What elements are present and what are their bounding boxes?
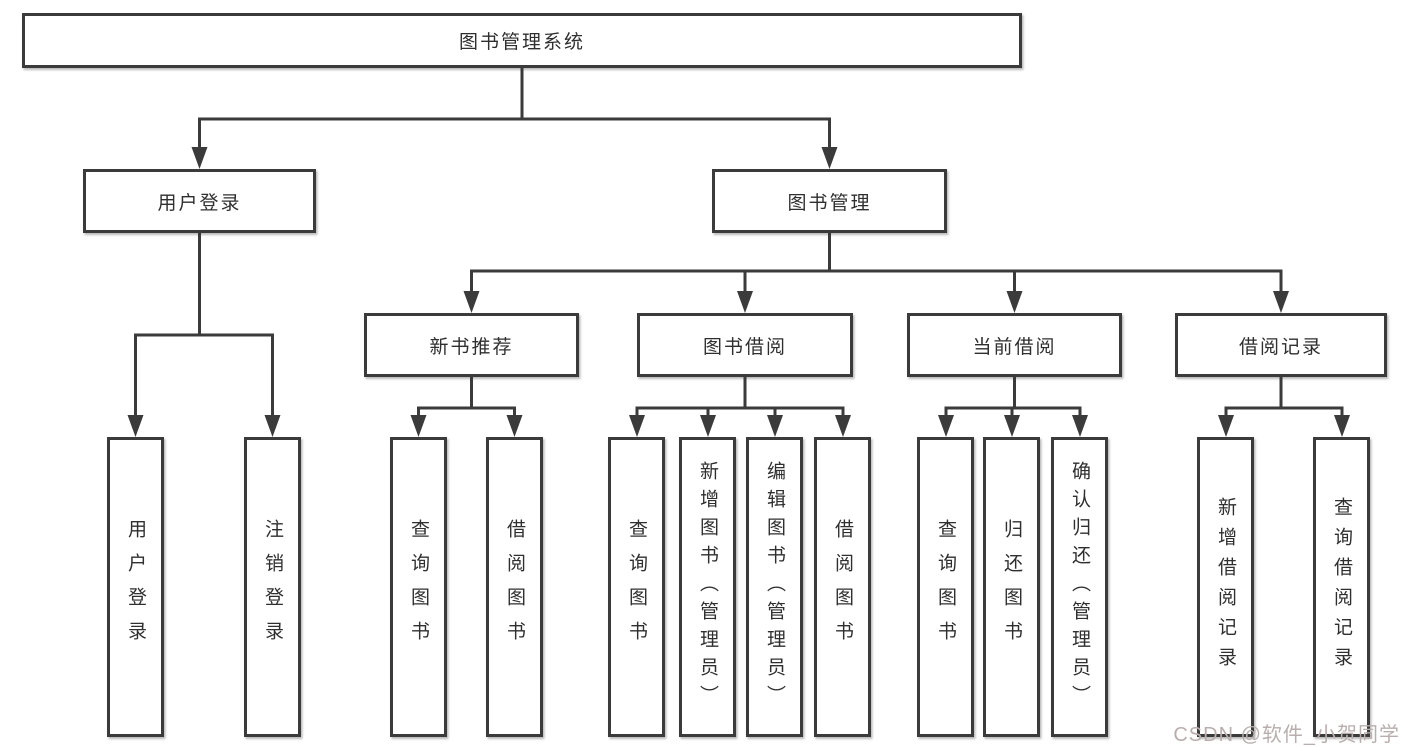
leaf-query-borrow-record-label: 查询借阅记录 (1331, 497, 1352, 677)
leaf-borrow-book-label: 借阅图书 (832, 519, 853, 655)
leaf-return-book: 归还图书 (983, 437, 1040, 737)
leaf-user-login-label: 用户登录 (125, 519, 146, 655)
leaf-add-borrow-record: 新增借阅记录 (1197, 437, 1254, 737)
node-library-system: 图书管理系统 (22, 13, 1022, 68)
leaf-newbook-query-label: 查询图书 (408, 519, 429, 655)
node-new-book-recommend-label: 新书推荐 (429, 336, 514, 358)
leaf-borrow-edit-admin-label: 编辑图书（管理员） (764, 461, 785, 713)
node-current-borrow: 当前借阅 (907, 313, 1122, 377)
node-book-management-label: 图书管理 (787, 192, 872, 214)
node-library-system-label: 图书管理系统 (458, 32, 585, 53)
leaf-newbook-borrow: 借阅图书 (486, 437, 543, 737)
leaf-logout: 注销登录 (244, 437, 301, 737)
node-borrow-records: 借阅记录 (1175, 313, 1387, 377)
node-borrow-records-label: 借阅记录 (1238, 336, 1323, 358)
leaf-borrow-add-admin-label: 新增图书（管理员） (697, 461, 718, 713)
node-new-book-recommend: 新书推荐 (364, 313, 579, 377)
leaf-borrow-query-label: 查询图书 (626, 519, 647, 655)
node-book-borrow: 图书借阅 (637, 313, 853, 377)
leaf-current-query: 查询图书 (917, 437, 974, 737)
leaf-newbook-borrow-label: 借阅图书 (504, 519, 525, 655)
leaf-borrow-edit-admin: 编辑图书（管理员） (746, 437, 803, 737)
leaf-logout-label: 注销登录 (262, 519, 283, 655)
leaf-confirm-return-admin-label: 确认归还（管理员） (1069, 461, 1090, 713)
leaf-user-login: 用户登录 (107, 437, 164, 737)
node-user-login-label: 用户登录 (157, 192, 242, 214)
leaf-confirm-return-admin: 确认归还（管理员） (1051, 437, 1108, 737)
csdn-watermark: CSDN @软件_小贺同学 (1173, 724, 1400, 746)
node-book-borrow-label: 图书借阅 (702, 336, 787, 358)
node-current-borrow-label: 当前借阅 (972, 336, 1057, 358)
node-user-login: 用户登录 (83, 169, 316, 233)
leaf-borrow-add-admin: 新增图书（管理员） (679, 437, 736, 737)
leaf-current-query-label: 查询图书 (935, 519, 956, 655)
leaf-borrow-book: 借阅图书 (814, 437, 871, 737)
leaf-return-book-label: 归还图书 (1001, 519, 1022, 655)
leaf-add-borrow-record-label: 新增借阅记录 (1215, 497, 1236, 677)
node-book-management: 图书管理 (712, 169, 947, 233)
leaf-borrow-query: 查询图书 (608, 437, 665, 737)
leaf-query-borrow-record: 查询借阅记录 (1313, 437, 1370, 737)
leaf-newbook-query: 查询图书 (390, 437, 447, 737)
